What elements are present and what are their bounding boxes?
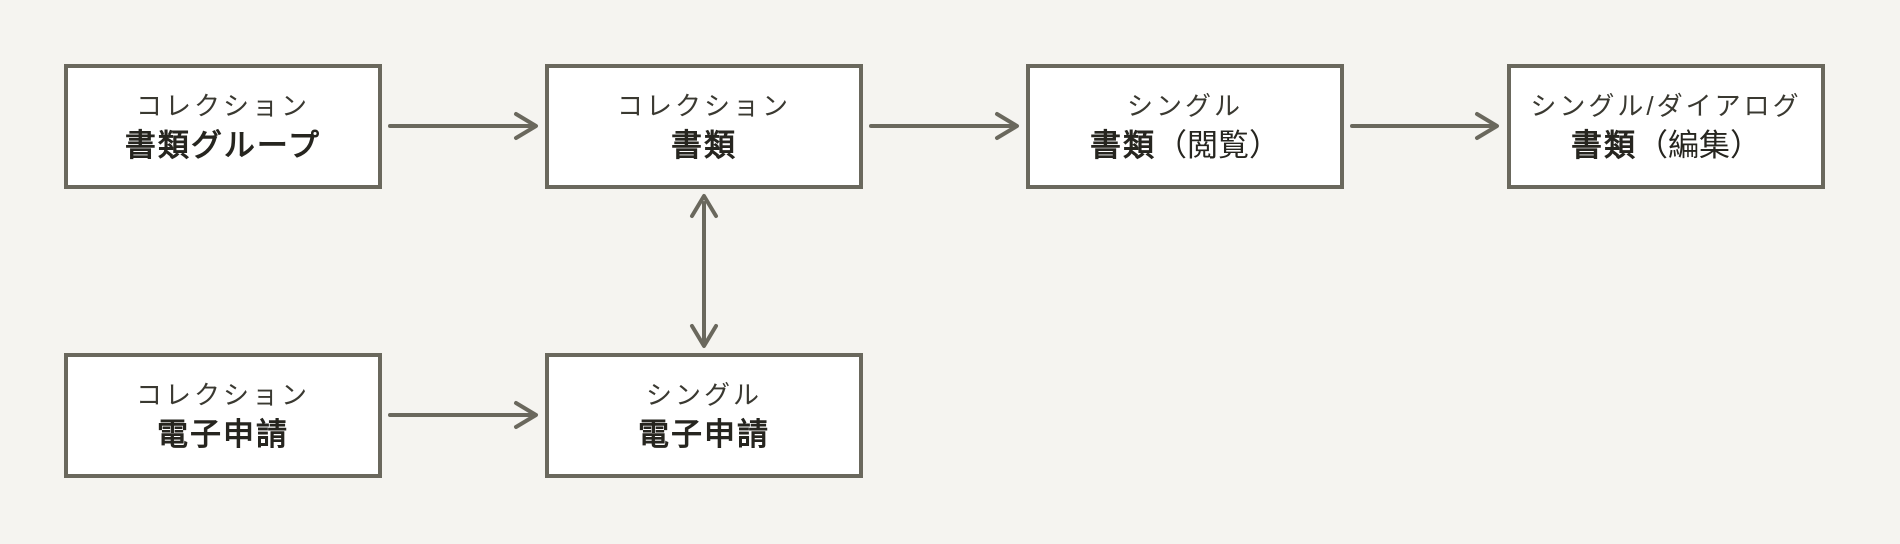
arrow-document-view-to-document-edit: [1350, 112, 1499, 140]
node-name-bold: 電子申請: [638, 416, 770, 452]
node-type-label: コレクション: [616, 90, 791, 121]
node-name-bold: 書類: [1090, 127, 1156, 163]
arrow-head-right-icon: [1475, 112, 1499, 140]
node-name-bold: 書類: [1571, 127, 1637, 163]
node-document-group: コレクション 書類グループ: [64, 64, 382, 189]
node-eapplication-collection: コレクション 電子申請: [64, 353, 382, 478]
arrow-head-down-icon: [690, 324, 718, 348]
arrow-eapplication-collection-to-eapplication-single: [388, 401, 538, 429]
node-name-suffix: （閲覧）: [1156, 127, 1280, 163]
node-document-edit: シングル/ダイアログ 書類（編集）: [1507, 64, 1825, 189]
node-name-label: 書類グループ: [125, 130, 321, 161]
node-name-bold: 電子申請: [157, 416, 289, 452]
arrow-documents-to-document-view: [869, 112, 1019, 140]
node-name-suffix: （編集）: [1637, 127, 1761, 163]
node-name-bold: 書類: [671, 127, 737, 163]
node-type-label: シングル: [1126, 90, 1243, 121]
node-documents: コレクション 書類: [545, 64, 863, 189]
node-name-label: 電子申請: [638, 419, 770, 450]
node-name-label: 電子申請: [157, 419, 289, 450]
node-type-label: コレクション: [135, 90, 310, 121]
node-type-label: シングル: [645, 379, 762, 410]
arrow-head-up-icon: [690, 194, 718, 218]
arrow-head-right-icon: [995, 112, 1019, 140]
arrow-head-right-icon: [514, 401, 538, 429]
arrow-documents-eapplication-single-bidirectional: [690, 194, 718, 348]
node-type-label: コレクション: [135, 379, 310, 410]
node-eapplication-single: シングル 電子申請: [545, 353, 863, 478]
arrow-head-right-icon: [514, 112, 538, 140]
arrow-document-group-to-documents: [388, 112, 538, 140]
node-document-view: シングル 書類（閲覧）: [1026, 64, 1344, 189]
node-type-label: シングル/ダイアログ: [1530, 90, 1802, 121]
node-name-label: 書類（編集）: [1571, 130, 1761, 161]
node-name-label: 書類（閲覧）: [1090, 130, 1280, 161]
node-name-label: 書類: [671, 130, 737, 161]
node-name-bold: 書類グループ: [124, 127, 322, 163]
